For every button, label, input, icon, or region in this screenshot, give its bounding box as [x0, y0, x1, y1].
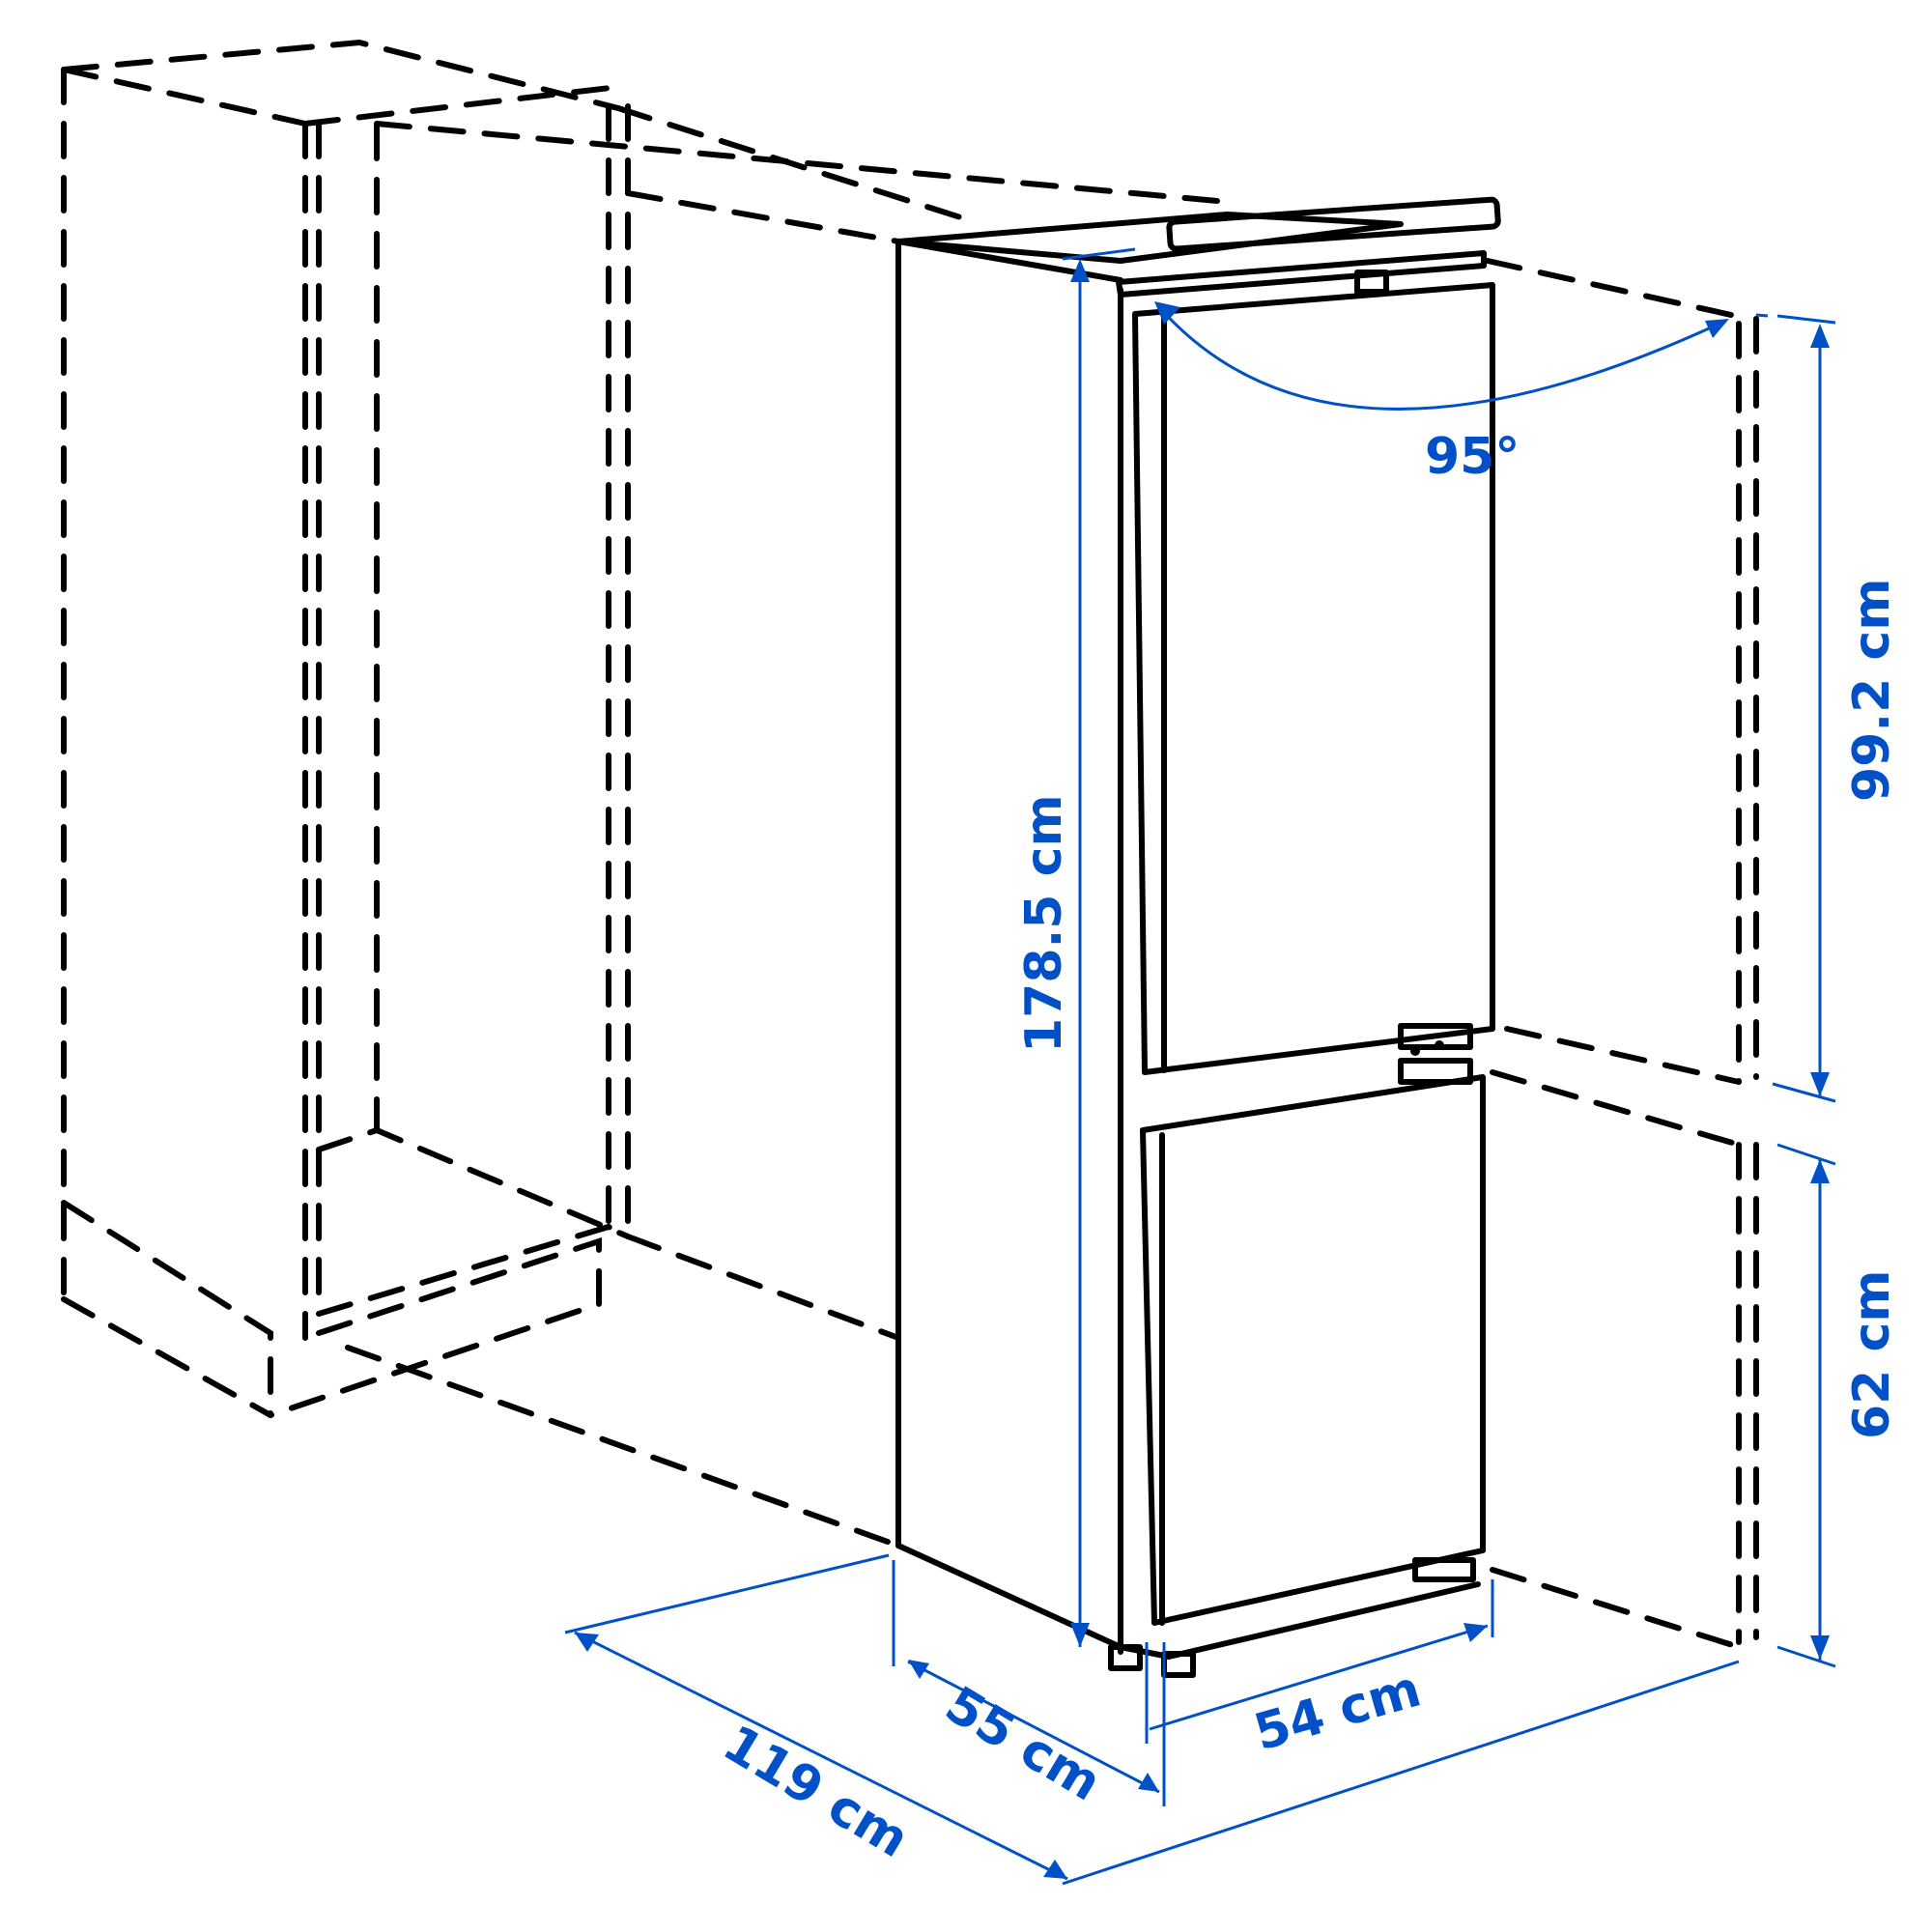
dimension-width	[1145, 1579, 1494, 1744]
dimension-lower-height	[1776, 1143, 1836, 1668]
fridge-body	[895, 196, 1501, 1655]
label-upper-height: 99.2 cm	[1843, 579, 1901, 802]
upper-door	[1132, 282, 1495, 1075]
label-door-open-depth: 119 cm	[713, 1715, 918, 1869]
door-swing-arc	[1154, 301, 1729, 411]
cabinet-outline-dashed	[61, 39, 1220, 1548]
label-door-angle: 95°	[1425, 428, 1520, 486]
dimension-total-height	[1062, 247, 1136, 1647]
label-total-height: 178.5 cm	[1015, 794, 1073, 1053]
label-depth: 55 cm	[935, 1676, 1110, 1813]
dimension-door-open-depth	[564, 1553, 1740, 1886]
label-lower-height: 62 cm	[1843, 1270, 1901, 1439]
label-width: 54 cm	[1248, 1660, 1427, 1762]
side-panel-dashed	[1485, 258, 1759, 1650]
lower-door	[1108, 1074, 1486, 1678]
dimension-upper-height	[1755, 313, 1836, 1103]
